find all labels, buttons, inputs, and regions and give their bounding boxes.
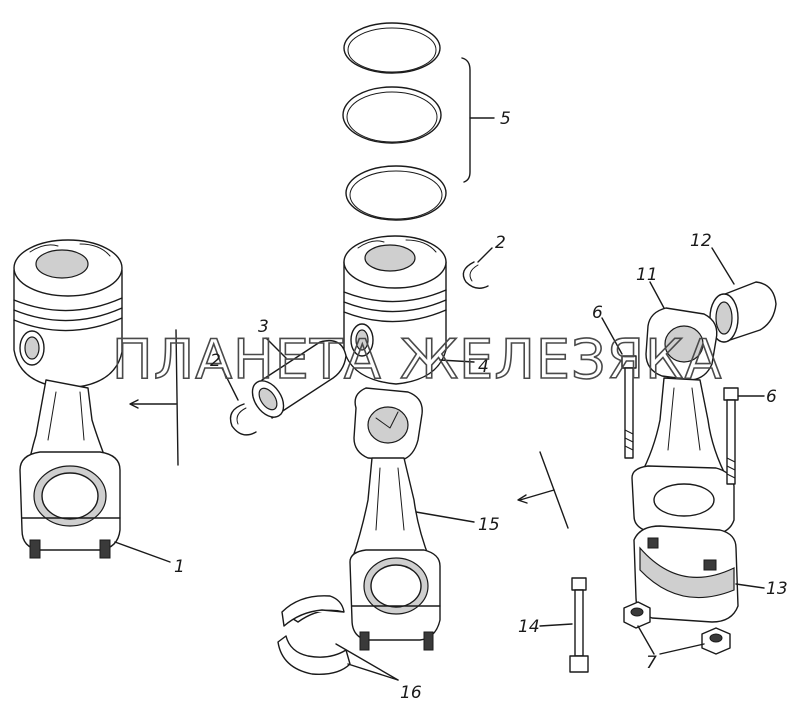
callout-15: 15 [478,515,500,535]
callout-2-left: 2 [210,351,221,371]
callout-14: 14 [518,617,540,637]
connecting-rod [349,387,441,651]
piston-rings [342,22,447,221]
assembly-arrow-mid [517,451,569,529]
callout-1: 1 [174,557,185,577]
ring-bracket [461,57,495,183]
connecting-rod-right [631,307,735,535]
leader-4 [439,359,475,363]
assembly-arrow-left [129,329,179,466]
snap-ring-left [229,403,257,436]
snap-ring-right [462,261,489,289]
rod-bolt-left [621,355,637,459]
leader-11 [649,281,665,309]
callout-11: 11 [636,265,658,285]
callout-4: 4 [478,357,489,377]
cap-bolt [569,577,589,673]
callout-6-right: 6 [766,387,777,407]
nut-upper [623,601,651,629]
callout-13: 13 [766,579,788,599]
leader-16b [347,663,399,681]
piston [343,235,447,385]
leader-3 [265,337,287,359]
callout-3: 3 [258,317,269,337]
nut-lower [701,627,731,655]
leader-13 [735,583,765,589]
leader-7b [659,643,705,655]
piston-pin [251,339,347,419]
leader-12 [711,247,735,285]
piston-rod-assembly [13,239,123,559]
leader-6a [601,317,623,355]
leader-14 [539,623,573,627]
leader-15 [415,511,475,523]
callout-16: 16 [400,683,422,703]
rod-bolt-right [723,387,739,485]
callout-12: 12 [690,231,712,251]
leader-7a [637,625,655,655]
callout-7: 7 [646,653,657,673]
bearing-shells [277,595,351,675]
callout-5: 5 [500,109,511,129]
leader-2b [477,247,493,263]
callout-6-left: 6 [592,303,603,323]
leader-2a [221,367,239,401]
callout-2-right: 2 [495,233,506,253]
leader-1 [114,541,171,563]
watermark: ПЛАНЕТА ЖЕЛЕЗЯКА [112,328,722,391]
leader-16a [335,643,399,681]
rod-cap [633,525,739,623]
